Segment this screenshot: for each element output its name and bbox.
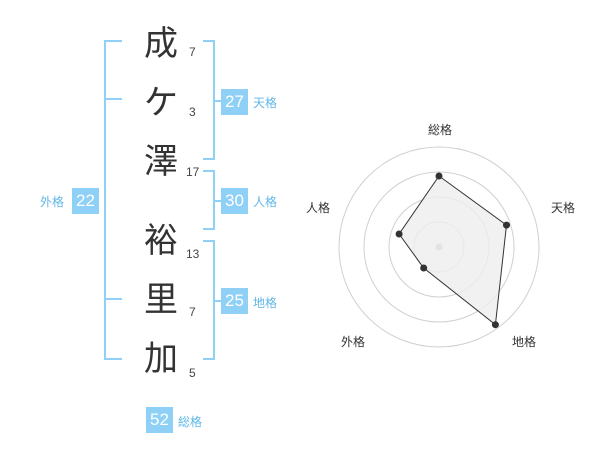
name-char-2: ケ	[144, 83, 178, 123]
soukaku-label: 総格	[178, 415, 203, 429]
jinkaku-bracket	[203, 170, 215, 230]
radar-point-4	[420, 264, 428, 272]
radar-label-gaikaku: 外格	[341, 335, 366, 349]
radar-grid-circle	[363, 171, 515, 323]
stroke-count-2: 3	[189, 105, 196, 119]
radar-point-2	[503, 221, 510, 229]
name-char-6: 加	[144, 339, 178, 379]
chikaku-label: 地格	[253, 296, 278, 310]
tenkaku-bracket	[203, 40, 215, 160]
chikaku-bracket	[203, 240, 215, 360]
radar-value-polygon	[398, 175, 508, 326]
gaikaku-label: 外格	[40, 195, 65, 209]
chikaku-bracket-connector	[215, 300, 221, 302]
outer-bracket	[104, 40, 122, 360]
tenkaku-bracket-connector	[215, 100, 221, 102]
stroke-count-3: 17	[186, 165, 200, 179]
outer-bracket-tick-lower	[104, 298, 122, 300]
stroke-count-5: 7	[189, 305, 196, 319]
radar-label-soukaku: 総格	[428, 123, 453, 137]
gaikaku-value-badge: 22	[72, 188, 99, 214]
jinkaku-bracket-connector	[215, 200, 221, 202]
stroke-count-6: 5	[189, 366, 196, 380]
chikaku-value-badge: 25	[221, 288, 248, 314]
radar-point-5	[395, 230, 403, 238]
stroke-count-4: 13	[186, 247, 200, 261]
name-char-5: 里	[144, 280, 178, 320]
jinkaku-value-badge: 30	[221, 188, 248, 214]
name-char-4: 裕	[144, 221, 178, 261]
radar-label-tenkaku: 天格	[551, 201, 576, 215]
radar-label-jinkaku: 人格	[306, 201, 331, 215]
radar-point-1	[435, 172, 443, 180]
outer-bracket-tick-upper	[104, 98, 122, 100]
name-char-3: 澤	[144, 142, 178, 182]
jinkaku-label: 人格	[253, 195, 278, 209]
radar-point-3	[491, 321, 499, 329]
radar-label-chikaku: 地格	[512, 335, 537, 349]
tenkaku-label: 天格	[253, 96, 278, 110]
name-char-1: 成	[144, 24, 178, 64]
stroke-count-1: 7	[189, 45, 196, 59]
soukaku-value-badge: 52	[146, 407, 173, 433]
tenkaku-value-badge: 27	[221, 89, 248, 115]
radar-grid-circle	[338, 146, 540, 348]
